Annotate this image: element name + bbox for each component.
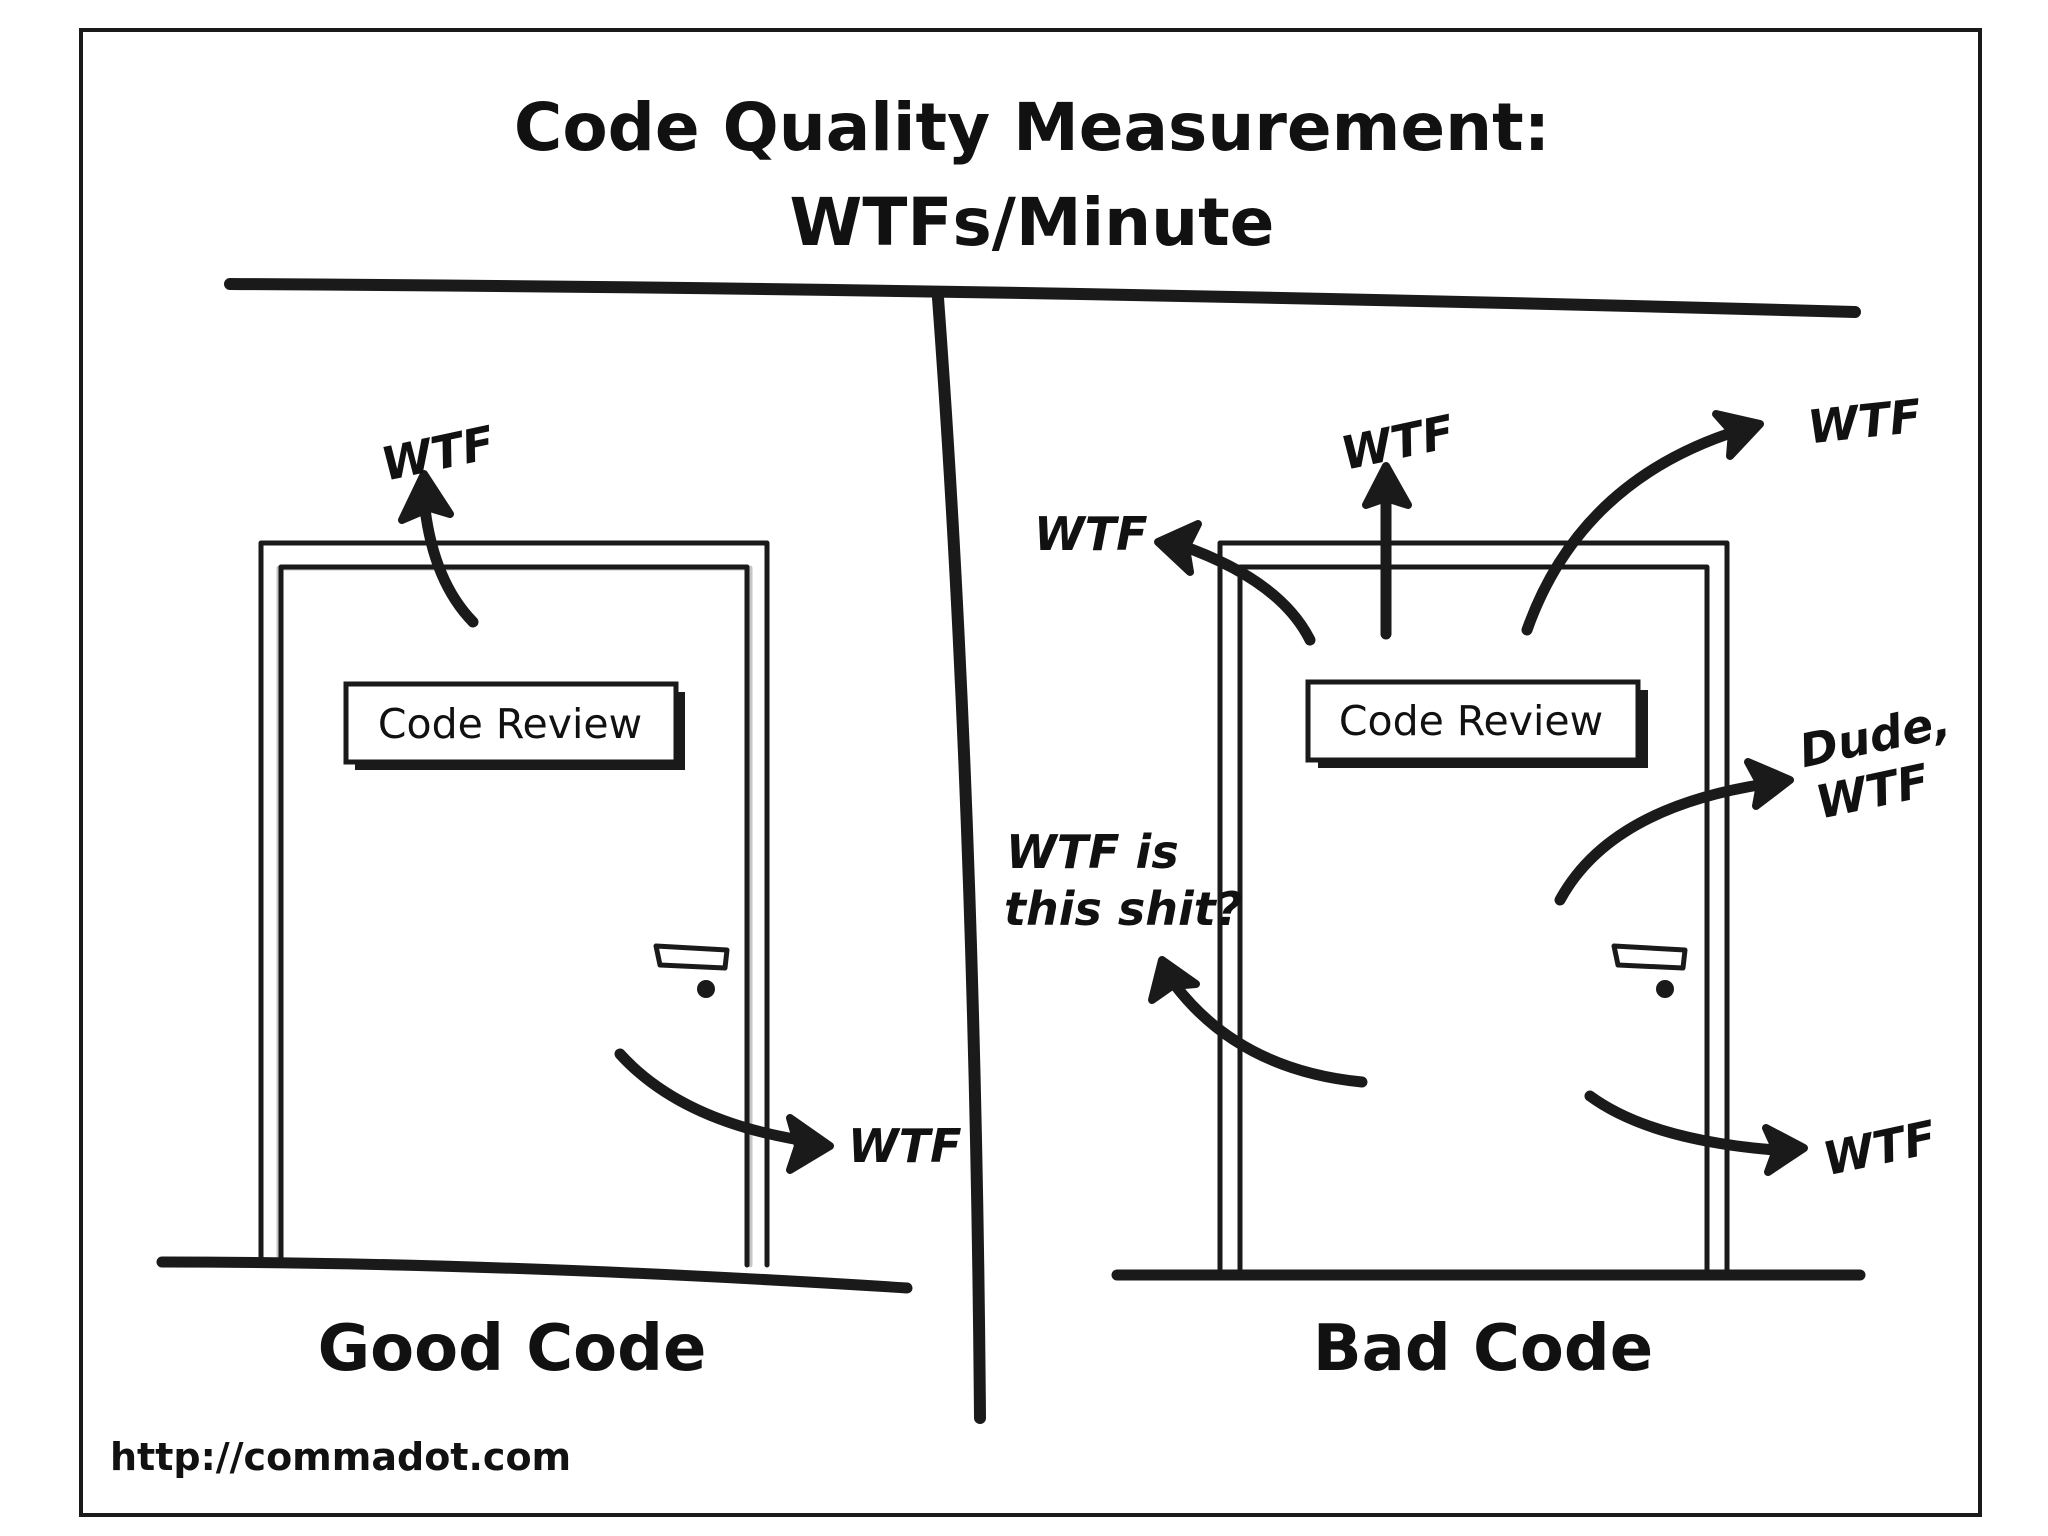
panel-divider — [932, 292, 986, 1424]
bad-code-wtf-is-line1: WTF is — [1006, 825, 1179, 879]
good-code-wtf-top: WTF — [377, 415, 499, 491]
bad-code-arrow-right-lower — [1584, 1090, 1808, 1176]
good-code-caption: Good Code — [318, 1312, 707, 1386]
bad-code-arrow-up-right — [1521, 410, 1764, 636]
comic-title-line1: Code Quality Measurement: — [514, 89, 1550, 166]
bad-code-arrow-up — [1362, 462, 1412, 640]
bad-code-wtf-top-left: WTF — [1034, 507, 1148, 561]
source-url: http://commadot.com — [110, 1435, 571, 1479]
bad-code-arrow-up-left — [1154, 520, 1316, 646]
bad-code-arrow-left — [1148, 956, 1368, 1088]
good-code-sign: Code Review — [343, 681, 685, 770]
bad-code-wtf-bottom-right: WTF — [1818, 1110, 1940, 1186]
good-code-door-handle — [653, 943, 730, 998]
bad-code-wtf-top-right: WTF — [1805, 389, 1924, 455]
good-code-arrow-up — [398, 470, 479, 628]
bad-code-door — [1217, 540, 1730, 1273]
bad-code-caption: Bad Code — [1313, 1312, 1653, 1386]
bad-code-wtf-top-middle: WTF — [1336, 404, 1458, 480]
ceiling-line — [224, 278, 1861, 318]
bad-code-sign-label: Code Review — [1339, 697, 1603, 745]
bad-code-sign: Code Review — [1305, 679, 1648, 768]
comic-title-line2: WTFs/Minute — [790, 184, 1275, 261]
bad-code-door-handle — [1611, 943, 1688, 998]
good-code-door — [258, 540, 770, 1268]
bad-code-arrow-right-upper — [1554, 758, 1794, 906]
comic-frame — [79, 28, 1982, 1517]
good-code-sign-label: Code Review — [378, 700, 642, 748]
good-code-floor — [156, 1256, 913, 1294]
good-code-arrow-right — [614, 1048, 834, 1174]
bad-code-wtf-is-line2: this shit? — [1004, 882, 1242, 936]
good-code-wtf-right: WTF — [848, 1119, 962, 1173]
